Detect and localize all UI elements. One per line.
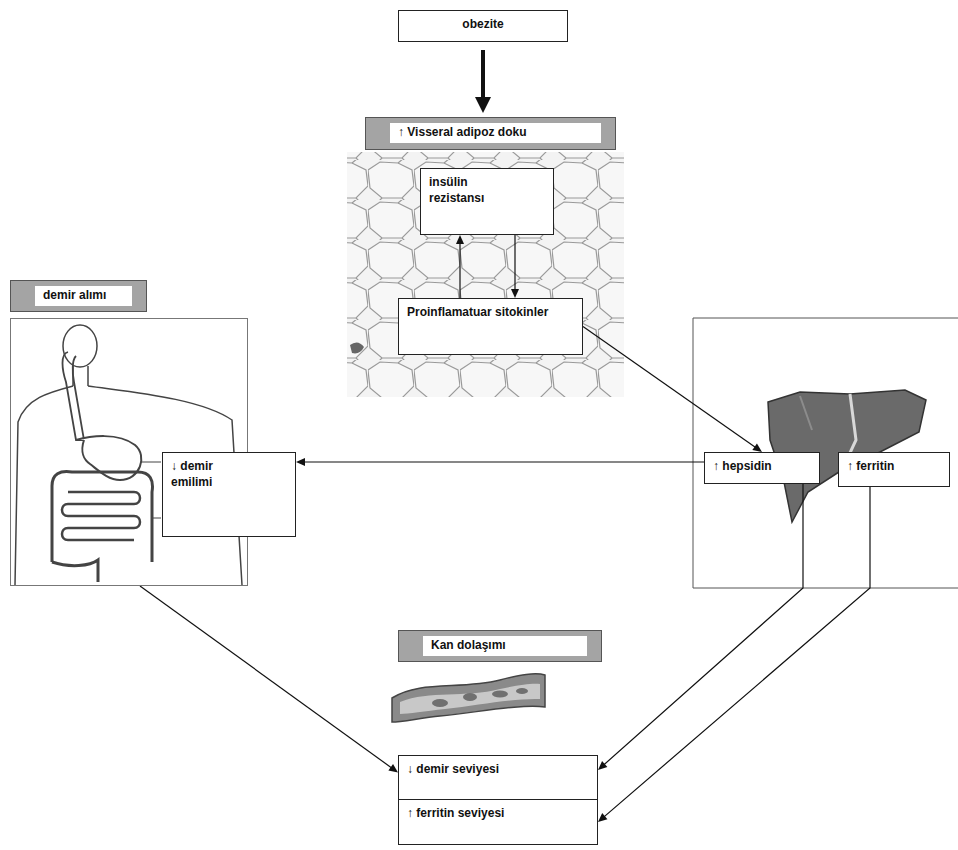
result-box: ↑ ferritin seviyesi (398, 799, 598, 845)
arrow-head (388, 764, 398, 773)
organ-panel: demir alımı↓ demir emilimi (10, 318, 248, 586)
connector-line (602, 484, 803, 766)
connector-line (459, 241, 460, 298)
process-box: Proinflamatuar sitokinler (398, 298, 583, 355)
start-box: obezite (398, 10, 568, 42)
liver-panel (693, 318, 958, 588)
node-text: Kan dolaşımı (423, 636, 587, 656)
process-box: ↑ ferritin (838, 452, 950, 487)
connector-line (302, 461, 704, 462)
node-text: ↓ demir seviyesi (407, 762, 589, 778)
result-box: ↓ demir seviyesi (398, 755, 598, 800)
connector-line (140, 586, 393, 769)
connector-arrow (583, 327, 762, 453)
arrow-head (456, 235, 464, 244)
node-text: ↓ demir emilimi (171, 459, 243, 490)
connector-arrow (456, 235, 464, 298)
connector-arrow (140, 586, 398, 773)
node-text: ↑ ferritin (847, 459, 941, 475)
arrow-head (296, 458, 305, 466)
node-text: ↑ Visseral adipoz doku (390, 123, 601, 143)
connector-line (583, 327, 757, 449)
node-text: obezite (407, 17, 559, 33)
process-box: ↑ hepsidin (704, 452, 820, 484)
connector-line (481, 50, 485, 101)
section-band: demir alımı (10, 280, 147, 312)
connector-line (514, 235, 515, 292)
process-box: insülin rezistansı (420, 168, 554, 235)
connector-arrow (598, 484, 803, 770)
arrow-head (511, 289, 519, 298)
node-text: ↑ hepsidin (713, 459, 811, 475)
connector-arrow (475, 50, 491, 113)
connector-arrow (511, 235, 519, 298)
section-band: Kan dolaşımı (398, 630, 602, 662)
arrow-head (475, 97, 491, 113)
node-text: Proinflamatuar sitokinler (407, 305, 574, 321)
arrow-head (598, 761, 607, 770)
section-band: ↑ Visseral adipoz doku (365, 117, 616, 150)
connector-arrow (598, 487, 870, 822)
node-text: demir alımı (35, 286, 132, 306)
arrow-head (598, 813, 607, 822)
connector-arrow (296, 458, 704, 466)
node-text: insülin rezistansı (429, 175, 509, 206)
connector-line (603, 487, 870, 818)
node-text: ↑ ferritin seviyesi (407, 806, 589, 822)
arrow-head (752, 444, 762, 452)
adipose-tissue-image (347, 152, 624, 397)
process-box: ↓ demir emilimi (162, 452, 296, 537)
blood-vessel-image (392, 674, 545, 722)
